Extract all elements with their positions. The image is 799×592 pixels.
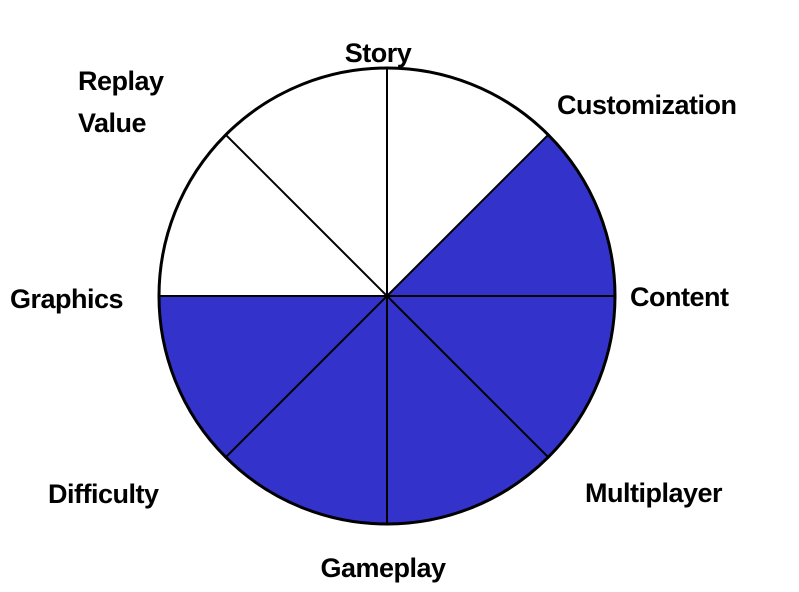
- label-multiplayer: Multiplayer: [585, 478, 723, 508]
- wheel-rim: [157, 66, 617, 526]
- label-replay-value-line2: Value: [78, 108, 147, 138]
- sector-graphics: [159, 296, 387, 458]
- wheel-spokes: [159, 68, 615, 524]
- sector-multiplayer: [387, 296, 615, 458]
- sector-customization: [387, 68, 549, 296]
- spoke-line: [225, 295, 388, 458]
- spoke-line: [386, 295, 549, 458]
- label-gameplay: Gameplay: [320, 553, 446, 583]
- sector-replay-value: [159, 134, 387, 296]
- label-replay-value-line1: Replay: [78, 66, 164, 96]
- spoke-line: [386, 134, 549, 297]
- sector-content: [387, 134, 615, 296]
- spoke-line: [225, 134, 388, 297]
- sector-difficulty: [225, 296, 387, 524]
- sector-story: [225, 68, 387, 296]
- label-difficulty: Difficulty: [48, 479, 159, 509]
- sector-gameplay: [387, 296, 549, 524]
- label-content: Content: [630, 282, 729, 312]
- label-customization: Customization: [557, 90, 737, 120]
- label-story: Story: [345, 38, 412, 68]
- wheel-sectors: [159, 68, 615, 524]
- label-graphics: Graphics: [10, 284, 123, 314]
